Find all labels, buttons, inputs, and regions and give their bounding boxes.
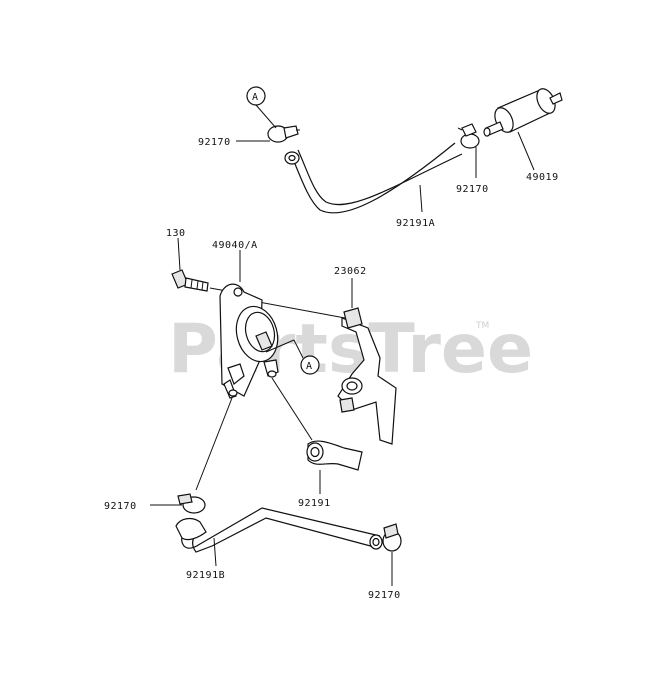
label-hose-short: 92191 (298, 498, 331, 509)
label-hose-top: 92191A (396, 218, 435, 229)
label-bracket: 23062 (334, 266, 367, 277)
label-clamp-top-right: 92170 (456, 184, 489, 195)
bolt-130[interactable] (171, 269, 209, 292)
hose-92191[interactable] (306, 440, 363, 471)
fuel-filter-49019[interactable] (483, 86, 563, 137)
watermark-trademark: TM (475, 321, 489, 331)
label-clamp-bottom-right: 92170 (368, 590, 401, 601)
callout-a-top-letter: A (252, 92, 259, 103)
label-clamp-bottom-left: 92170 (104, 501, 137, 512)
clamp-bottom-left[interactable] (177, 493, 206, 514)
label-pump: 49040/A (212, 240, 258, 251)
callout-a-mid: A (265, 339, 320, 375)
clamp-top-left[interactable] (267, 125, 300, 143)
callout-a-top: A (246, 86, 277, 129)
hose-92191a[interactable] (284, 142, 463, 214)
callout-a-mid-letter: A (306, 361, 313, 372)
label-filter: 49019 (526, 172, 559, 183)
label-clamp-top-left: 92170 (198, 137, 231, 148)
bracket-23062[interactable] (337, 307, 397, 445)
label-bolt: 130 (166, 228, 186, 239)
clamp-bottom-right[interactable] (382, 523, 402, 552)
hose-92191b[interactable] (175, 507, 383, 553)
clamp-top-right[interactable] (457, 123, 480, 149)
label-hose-bottom: 92191B (186, 570, 225, 581)
fuel-pump-49040a[interactable] (219, 283, 284, 399)
